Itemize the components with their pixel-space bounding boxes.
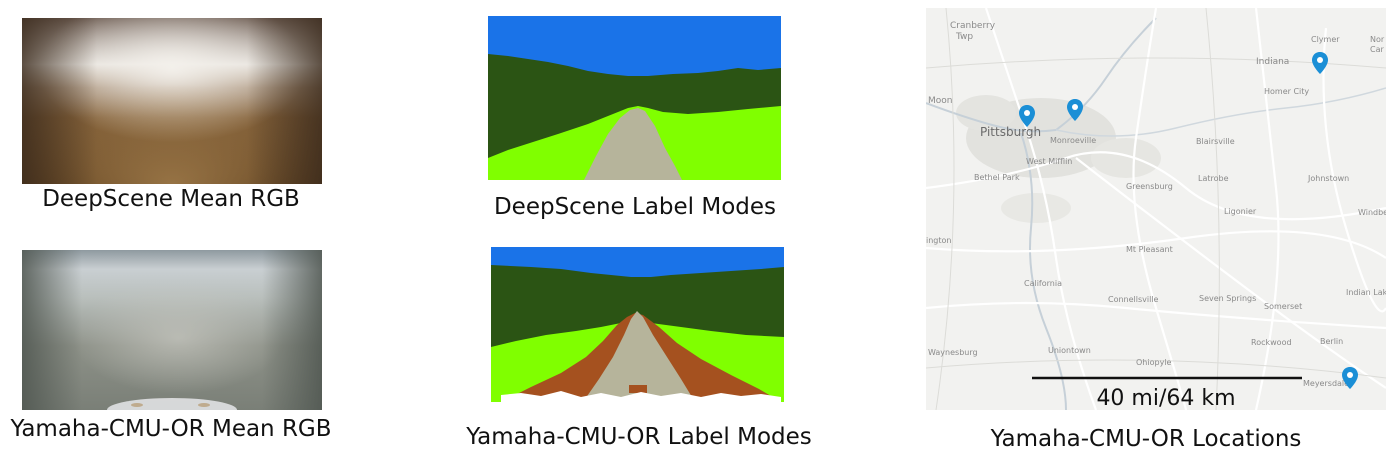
town-bethel-park: Bethel Park: [974, 173, 1020, 182]
town-moon: Moon: [928, 96, 952, 106]
town-berlin: Berlin: [1320, 337, 1343, 346]
town-mt-pleasant: Mt Pleasant: [1126, 245, 1173, 254]
sky-region: [488, 16, 781, 76]
town-johnstown: Johnstown: [1307, 174, 1349, 183]
town-ligonier: Ligonier: [1224, 207, 1257, 216]
caption-yamaha-locations: Yamaha-CMU-OR Locations: [990, 426, 1302, 452]
town-rockwood: Rockwood: [1251, 338, 1292, 347]
town-seven-springs: Seven Springs: [1199, 294, 1256, 303]
town-monroeville: Monroeville: [1050, 136, 1096, 145]
town-nor: Nor: [1370, 35, 1385, 44]
deepscene-mean-rgb-image: [22, 18, 322, 184]
caption-yamaha-mean-rgb: Yamaha-CMU-OR Mean RGB: [10, 416, 332, 442]
town-pittsburgh: Pittsburgh: [980, 125, 1041, 139]
deepscene-label-modes-image: [488, 16, 781, 180]
road-region: [583, 311, 695, 402]
town-west-mifflin: West Mifflin: [1026, 157, 1072, 166]
town-cranberry: Cranberry: [950, 21, 996, 31]
road-region: [584, 108, 682, 180]
town-ington: ington: [926, 236, 951, 245]
location-marker-icon[interactable]: [1342, 367, 1358, 389]
town-indiana: Indiana: [1256, 57, 1289, 67]
caption-deepscene-label-modes: DeepScene Label Modes: [493, 194, 777, 220]
yamaha-label-modes-image: [491, 247, 784, 402]
town-connellsville: Connellsville: [1108, 295, 1159, 304]
town-greensburg: Greensburg: [1126, 182, 1173, 191]
town-latrobe: Latrobe: [1198, 174, 1229, 183]
town-homer-city: Homer City: [1264, 87, 1309, 96]
caption-deepscene-mean-rgb: DeepScene Mean RGB: [42, 186, 300, 212]
town-somerset: Somerset: [1264, 302, 1302, 311]
yamaha-locations-map: Cranberry Twp Clymer Nor Car Indiana Hom…: [926, 8, 1386, 410]
caption-yamaha-label-modes: Yamaha-CMU-OR Label Modes: [466, 424, 812, 450]
town-clymer: Clymer: [1311, 35, 1340, 44]
town-car: Car: [1370, 45, 1384, 54]
scale-label: 40 mi/64 km: [1096, 386, 1235, 410]
town-windber: Windber: [1358, 208, 1386, 217]
sky-region: [491, 247, 784, 277]
town-waynesburg: Waynesburg: [928, 348, 978, 357]
location-marker-icon[interactable]: [1067, 99, 1083, 121]
town-twp: Twp: [955, 32, 973, 42]
town-indian-lake: Indian Lak: [1346, 288, 1386, 297]
town-california: California: [1024, 279, 1062, 288]
location-marker-icon[interactable]: [1019, 105, 1035, 127]
town-uniontown: Uniontown: [1048, 346, 1091, 355]
town-meyersdale: Meyersdale: [1303, 379, 1349, 388]
location-marker-icon[interactable]: [1312, 52, 1328, 74]
yamaha-mean-rgb-image: [22, 250, 322, 410]
town-blairsville: Blairsville: [1196, 137, 1235, 146]
town-ohiopyle: Ohiopyle: [1136, 358, 1172, 367]
